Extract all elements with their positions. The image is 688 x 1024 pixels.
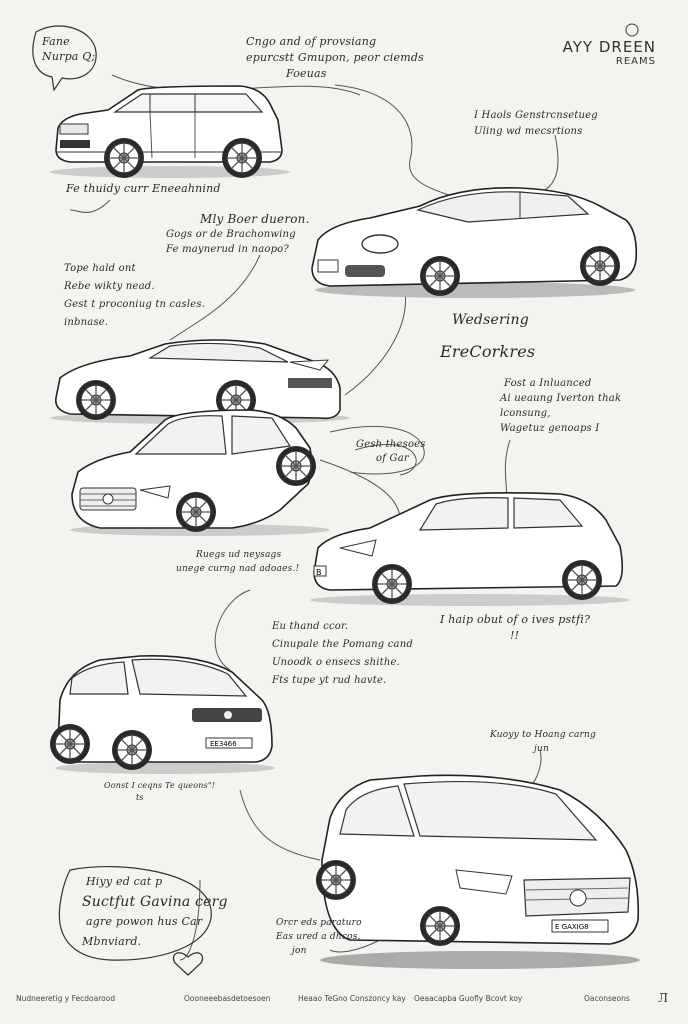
note-right-4: Kuoyy to Hoang carng jun bbox=[490, 728, 596, 756]
note-line: Foeuas bbox=[286, 67, 327, 80]
note-line: Hiyy ed cat p bbox=[86, 875, 163, 888]
note-top-right: I Haols Genstrcnsetueg Uling wd mecsrtio… bbox=[474, 108, 598, 140]
note-line: Tope hald ont bbox=[64, 263, 136, 274]
note-bottom-center: Orcr eds paraturo Eas ured a dhcos. jon bbox=[276, 916, 362, 958]
hatchback-plate: E GAXIG8 bbox=[555, 923, 589, 931]
note-line: unege curng nad adoaes.! bbox=[176, 564, 300, 574]
note-line: Fts tupe yt rud havte. bbox=[272, 675, 387, 686]
note-line: Wedsering bbox=[452, 312, 529, 328]
heart-icon bbox=[172, 952, 204, 976]
note-line: Gesh thesoes bbox=[356, 439, 426, 450]
note-line: Rebe wikty nead. bbox=[64, 281, 155, 292]
speech-bubble bbox=[32, 25, 97, 92]
note-line: Wagetuz genoaps I bbox=[500, 423, 600, 434]
note-line: Eu thand ccor. bbox=[272, 621, 349, 632]
footer-text-2: Oooneeebasdetoesoen bbox=[184, 994, 271, 1003]
note-line: Ai ueaung Iverton thak bbox=[500, 393, 622, 404]
note-left-1: Tope hald ont Rebe wikty nead. Gest t pr… bbox=[64, 260, 205, 332]
note-line: Mly Boer dueron. bbox=[200, 212, 310, 226]
note-right-3: I haip obut of o ives pstfi? !! bbox=[440, 612, 590, 644]
note-line: EreCorkres bbox=[440, 342, 536, 361]
logo-icon bbox=[625, 23, 639, 37]
sports-car bbox=[311, 187, 638, 298]
note-line: Fe thuidy curr Eneeahnind bbox=[66, 182, 221, 195]
note-line: Fane bbox=[42, 35, 70, 48]
brand-block: AYY DREEN REAMS bbox=[563, 38, 656, 67]
note-line: Ruegs ud neysags bbox=[196, 550, 282, 560]
brand-title: AYY DREEN bbox=[562, 38, 656, 56]
footer-text-3: Heaao TeGno Conszoncy kay bbox=[298, 994, 406, 1003]
note-line: I haip obut of o ives pstfi? bbox=[440, 613, 591, 626]
note-line: I Haols Genstrcnsetueg bbox=[474, 110, 598, 121]
note-line: Kuoyy to Hoang carng bbox=[490, 730, 596, 740]
note-line: agre powon hus Car bbox=[86, 915, 203, 928]
note-bubble-mid: Gesh thesoes of Gar bbox=[356, 438, 426, 466]
note-line: ts bbox=[136, 793, 144, 802]
small-suv-plate: EE3466 bbox=[210, 740, 237, 748]
note-line: !! bbox=[510, 629, 520, 642]
crossover-plate: B bbox=[316, 568, 322, 577]
note-line: Unoodk o ensecs shithe. bbox=[272, 657, 400, 668]
note-line: Suctfut Gavina cerg bbox=[82, 894, 228, 910]
sedan-car bbox=[70, 409, 330, 536]
note-line: Gest t proconiug tn casles. bbox=[64, 299, 206, 310]
note-line: inbnase. bbox=[64, 317, 109, 328]
note-line: Orcr eds paraturo bbox=[276, 918, 362, 928]
note-under-suv: Fe thuidy curr Eneeahnind bbox=[66, 182, 221, 195]
footer-text-1: Nudneeretig y Fecdoarood bbox=[16, 994, 116, 1003]
note-wedsering: Wedsering bbox=[452, 312, 529, 328]
note-line: Uling wd mecsrtions bbox=[474, 126, 583, 137]
crossover-car: B bbox=[310, 492, 630, 606]
note-bubble: Fane Nurpa Q; bbox=[42, 34, 95, 64]
note-line: jun bbox=[534, 744, 549, 754]
note-line: of Gar bbox=[376, 453, 409, 464]
note-line: epurcstt Gmupon, peor ciemds bbox=[246, 51, 424, 64]
note-line: jon bbox=[292, 946, 307, 956]
suv-car-top bbox=[50, 85, 290, 179]
note-right-2: Fost a Inluanced Ai ueaung Iverton thak … bbox=[500, 376, 621, 436]
note-center-3: Eu thand ccor. Cinupale the Pomang cand … bbox=[272, 618, 413, 690]
note-line: Oonst I ceqns Te queons"! bbox=[104, 781, 216, 790]
note-line: Mbnviard. bbox=[82, 935, 142, 948]
note-under-small-suv: Oonst I ceqns Te queons"! ts bbox=[104, 780, 215, 804]
connector-lines bbox=[69, 74, 559, 961]
footer-mark: Л bbox=[657, 991, 668, 1005]
note-under-sedan: Ruegs ud neysags unege curng nad adoaes.… bbox=[176, 548, 299, 576]
brand-subtitle: REAMS bbox=[615, 56, 656, 67]
note-line: Fe maynerud in naopo? bbox=[166, 244, 289, 255]
note-top-center: Cngo and of provsiang epurcstt Gmupon, p… bbox=[246, 34, 424, 82]
note-line: Cngo and of provsiang bbox=[246, 35, 377, 48]
footer-text-4: Oeaacapba Guofly Bcovt koy bbox=[414, 994, 523, 1003]
note-bottom-bubble: Hiyy ed cat p Suctfut Gavina cerg agre p… bbox=[82, 872, 228, 952]
note-line: Fost a Inluanced bbox=[504, 378, 592, 389]
footer-text-5: Oaconseons bbox=[584, 994, 630, 1003]
hatchback-car: E GAXIG8 bbox=[315, 774, 640, 969]
note-line: Eas ured a dhcos. bbox=[276, 932, 361, 942]
note-mid-1: Mly Boer dueron. Gogs or de Brachonwing … bbox=[166, 212, 310, 257]
note-erecorkres: EreCorkres bbox=[440, 342, 535, 361]
small-suv-car: EE3466 bbox=[49, 655, 275, 774]
note-line: lconsung, bbox=[500, 408, 551, 419]
note-line: Nurpa Q; bbox=[42, 50, 96, 63]
note-line: Cinupale the Pomang cand bbox=[272, 639, 413, 650]
note-line: Gogs or de Brachonwing bbox=[166, 229, 296, 240]
